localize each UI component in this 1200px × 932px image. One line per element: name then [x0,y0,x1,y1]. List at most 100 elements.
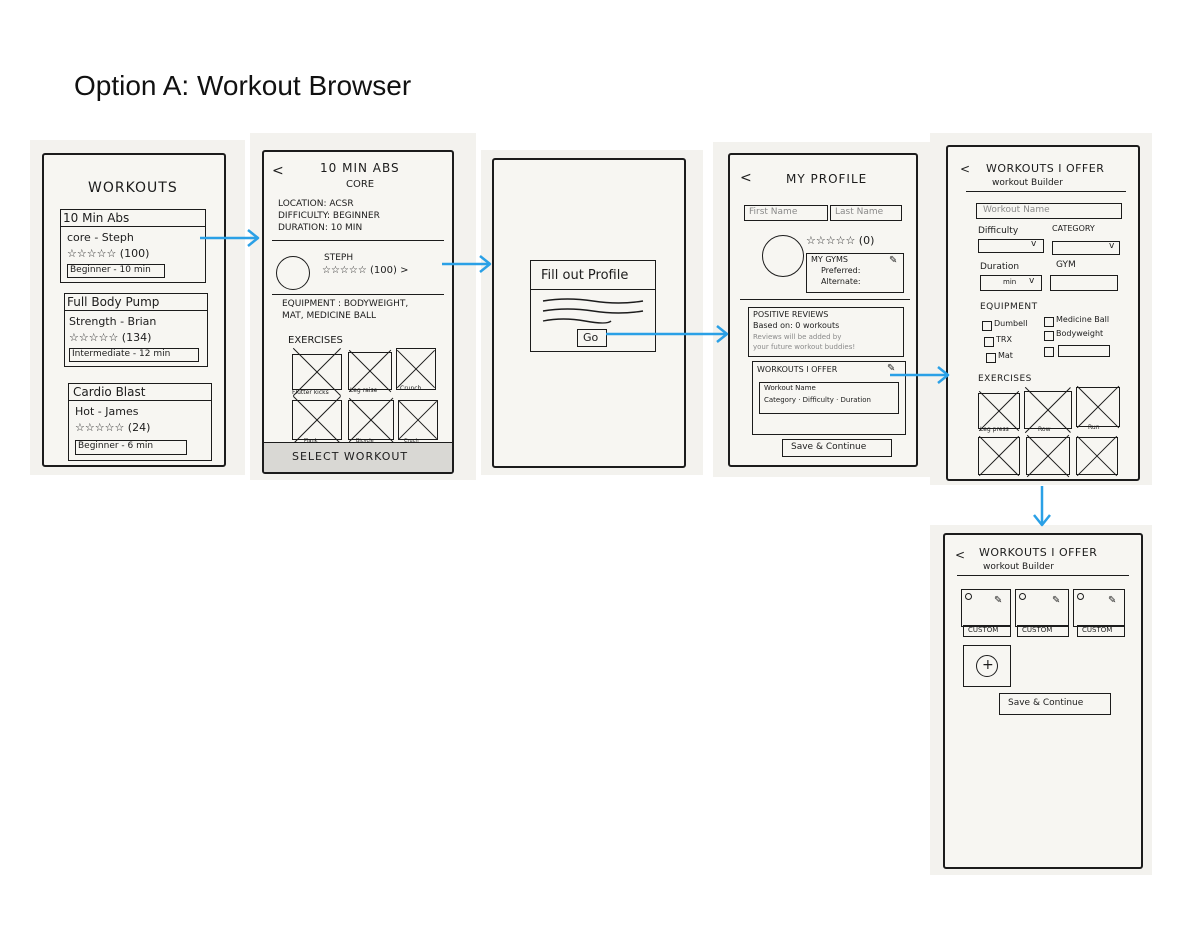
check-box-icon[interactable] [984,337,994,347]
exercise-thumb-5[interactable] [1026,437,1070,475]
custom-card-1[interactable]: ✎ [961,589,1011,627]
card-1-stars: ☆☆☆☆☆ (100) [67,247,150,260]
duration-input[interactable]: min v [980,275,1042,291]
check-box-icon[interactable] [982,321,992,331]
custom-label-2: CUSTOM [1017,625,1069,637]
workout-card-2[interactable]: Full Body Pump Strength - Brian ☆☆☆☆☆ (1… [64,293,208,367]
custom-title: WORKOUTS I OFFER [979,546,1098,559]
exercises-label: EXERCISES [978,374,1032,384]
screen-my-profile: < MY PROFILE First Name Last Name ☆☆☆☆☆ … [728,153,918,467]
workout-card-1[interactable]: 10 Min Abs core - Steph ☆☆☆☆☆ (100) Begi… [60,209,206,283]
detail-location: LOCATION: ACSR [278,199,354,209]
pencil-icon[interactable]: ✎ [887,363,896,374]
exercise-thumb-5[interactable] [348,400,394,440]
thumb-label-5: Bicycle [356,438,374,444]
exercise-thumb-2[interactable] [1024,391,1072,429]
workouts-header: WORKOUTS [88,180,178,196]
pencil-icon[interactable]: ✎ [889,255,898,266]
detail-title: 10 MIN ABS [320,161,400,175]
gym-label: GYM [1056,260,1076,270]
exercise-thumb-6[interactable] [1076,437,1118,475]
other-equipment-field[interactable] [1058,345,1110,357]
profile-stars: ☆☆☆☆☆ (0) [806,234,875,247]
back-chevron-icon[interactable]: < [960,162,971,176]
pencil-icon[interactable]: ✎ [1052,595,1061,606]
thumb-label-1: Flutter kicks [292,389,329,396]
add-workout-button[interactable]: + [963,645,1011,687]
difficulty-label: Difficulty [978,226,1019,236]
ex-label-1: Leg press [980,426,1009,433]
check-box-icon[interactable] [1044,347,1054,357]
back-chevron-icon[interactable]: < [955,548,966,562]
exercise-thumb-1[interactable] [978,393,1020,429]
trainer-stars[interactable]: ☆☆☆☆☆ (100) > [322,265,409,276]
placeholder-text-lines [542,298,644,324]
workout-name-field[interactable]: Workout Name [976,203,1122,219]
duration-label: Duration [980,262,1020,272]
thumb-label-2: Leg raise [350,387,378,394]
category-label: CATEGORY [1052,224,1095,233]
check-box-icon[interactable] [1044,331,1054,341]
screen-workouts: WORKOUTS 10 Min Abs core - Steph ☆☆☆☆☆ (… [42,153,226,467]
detail-duration: DURATION: 10 MIN [278,223,363,233]
exercise-thumb-3[interactable] [396,348,436,390]
last-name-field[interactable]: Last Name [830,205,902,221]
exercise-thumb-3[interactable] [1076,387,1120,427]
card-1-sub: core - Steph [67,231,134,244]
fill-profile-dialog: Fill out Profile Go [530,260,656,352]
equipment-line-1: EQUIPMENT : BODYWEIGHT, [282,299,409,309]
avatar-icon [276,256,310,290]
exercise-thumb-2[interactable] [348,352,392,390]
exercise-thumb-1[interactable] [292,354,342,390]
equipment-line-2: MAT, MEDICINE BALL [282,311,377,321]
card-2-sub: Strength - Brian [69,315,157,328]
save-continue-button[interactable]: Save & Continue [782,439,892,457]
trainer-name: STEPH [324,253,354,263]
detail-difficulty: DIFFICULTY: BEGINNER [278,211,380,221]
go-button[interactable]: Go [577,329,607,347]
custom-subtitle: workout Builder [983,562,1054,572]
back-chevron-icon[interactable]: < [272,163,284,179]
category-select[interactable]: v [1052,241,1120,255]
thumb-label-4: Plank [304,438,318,444]
avatar-icon[interactable] [762,235,804,277]
offered-workout-card[interactable]: Workout Name Category · Difficulty · Dur… [759,382,899,414]
positive-reviews-box: POSITIVE REVIEWS Based on: 0 workouts Re… [748,307,904,357]
first-name-field[interactable]: First Name [744,205,828,221]
ex-label-3: Run [1088,424,1100,431]
pencil-icon[interactable]: ✎ [994,595,1003,606]
exercises-label: EXERCISES [288,335,343,346]
chevron-down-icon: v [1031,239,1037,249]
chevron-down-icon: v [1029,276,1035,286]
plus-icon: + [976,655,998,677]
card-3-tag: Beginner - 6 min [75,440,187,455]
exercise-thumb-4[interactable] [292,400,342,440]
exercise-thumb-4[interactable] [978,437,1020,475]
arrow-down-icon [1033,486,1051,527]
thumb-label-3: Crunch [400,385,422,392]
card-1-name: 10 Min Abs [63,211,130,225]
card-1-tag: Beginner - 10 min [67,264,165,278]
gym-input[interactable] [1050,275,1118,291]
custom-card-2[interactable]: ✎ [1015,589,1069,627]
my-gyms-box[interactable]: MY GYMS Preferred: Alternate: ✎ [806,253,904,293]
card-2-name: Full Body Pump [67,295,160,309]
workouts-offer-box[interactable]: WORKOUTS I OFFER ✎ Workout Name Category… [752,361,906,435]
screen-workout-detail: < 10 MIN ABS CORE LOCATION: ACSR DIFFICU… [262,150,454,474]
save-continue-button[interactable]: Save & Continue [999,693,1111,715]
custom-label-1: CUSTOM [963,625,1011,637]
check-box-icon[interactable] [986,353,996,363]
card-2-tag: Intermediate - 12 min [69,348,199,362]
select-workout-button[interactable]: SELECT WORKOUT [264,442,452,472]
check-box-icon[interactable] [1044,317,1054,327]
detail-subtitle: CORE [346,179,375,190]
difficulty-select[interactable]: v [978,239,1044,253]
workout-card-3[interactable]: Cardio Blast Hot - James ☆☆☆☆☆ (24) Begi… [68,383,212,461]
thumb-label-6: Cruch [404,438,419,444]
exercise-thumb-6[interactable] [398,400,438,440]
pencil-icon[interactable]: ✎ [1108,595,1117,606]
custom-card-3[interactable]: ✎ [1073,589,1125,627]
back-chevron-icon[interactable]: < [740,170,752,186]
page-title: Option A: Workout Browser [74,70,412,101]
builder-subtitle: workout Builder [992,178,1063,188]
